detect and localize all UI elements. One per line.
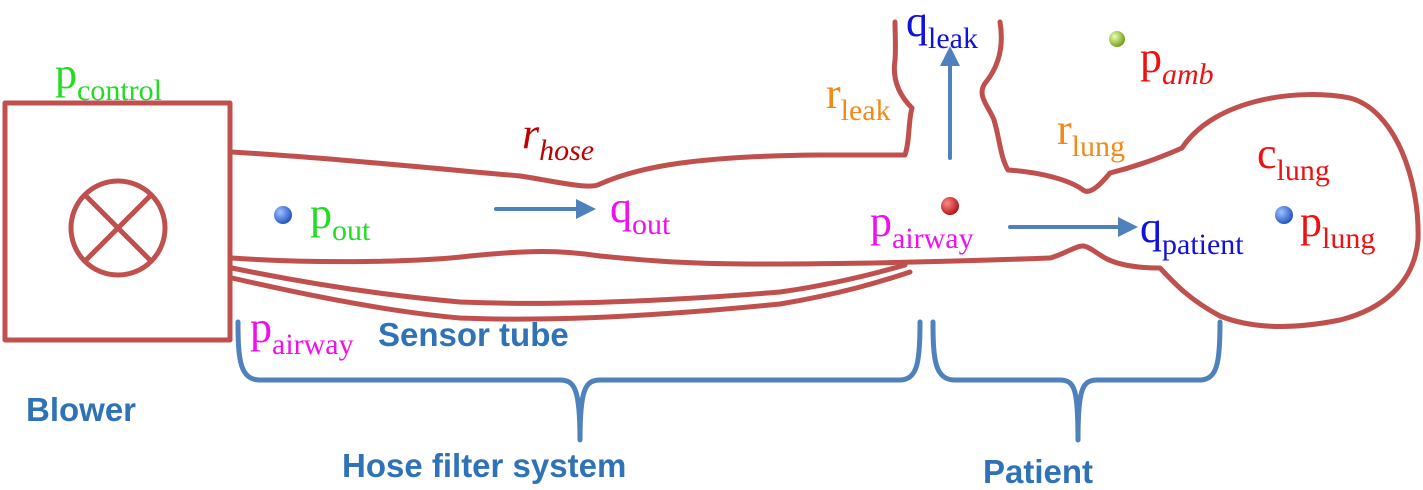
label-q-out-sub: out	[632, 208, 671, 241]
p-airway-dot	[941, 197, 959, 215]
label-q-leak: qleak	[906, 0, 978, 54]
label-q-leak-main: q	[906, 0, 928, 46]
label-p-out-sub: out	[332, 214, 371, 247]
q-patient-arrow	[1008, 217, 1138, 237]
q-out-arrow	[494, 199, 596, 219]
label-p-lung-main: p	[1300, 197, 1322, 246]
label-blower: Blower	[26, 391, 137, 428]
sensor-tube-wall-outer	[229, 269, 913, 322]
label-p-airway-sub: airway	[892, 222, 974, 255]
q-leak-arrow	[940, 46, 960, 160]
label-q-patient-sub: patient	[1162, 228, 1244, 261]
label-r-hose: rhose	[522, 109, 594, 166]
label-c-lung-main: c	[1257, 129, 1277, 178]
label-r-lung-sub: lung	[1071, 130, 1125, 163]
label-patient: Patient	[983, 453, 1094, 490]
hose-filter-brace	[235, 319, 923, 443]
blower-cross-circle-icon	[68, 178, 168, 278]
label-p-amb-main: p	[1140, 33, 1162, 82]
label-p-control-sub: control	[77, 74, 162, 107]
sensor-tube-wall	[229, 262, 908, 306]
label-r-lung: rlung	[1057, 105, 1125, 162]
label-r-leak-main: r	[826, 69, 841, 118]
label-q-patient-main: q	[1140, 203, 1162, 252]
label-c-lung: clung	[1257, 129, 1330, 186]
p-out-dot	[274, 206, 292, 224]
label-q-out: qout	[610, 183, 670, 240]
label-r-leak: rleak	[826, 69, 891, 126]
hose-bottom-wall	[229, 249, 1053, 267]
label-p-control: pcontrol	[55, 49, 162, 106]
label-p-lung: plung	[1300, 197, 1375, 254]
leak-port-right-wall	[979, 19, 1421, 329]
label-p-airway: pairway	[870, 197, 974, 254]
label-r-lung-main: r	[1057, 105, 1072, 154]
label-p-amb: pamb	[1140, 33, 1214, 90]
label-p-airway-sensor-main: p	[250, 303, 272, 352]
label-r-hose-sub: hose	[539, 134, 595, 167]
label-p-lung-sub: lung	[1322, 222, 1376, 255]
label-p-out-main: p	[310, 189, 332, 238]
label-q-leak-sub: leak	[928, 22, 978, 55]
p-amb-dot	[1109, 31, 1125, 47]
label-sensor-tube: Sensor tube	[378, 316, 569, 353]
label-p-amb-sub: amb	[1162, 58, 1214, 91]
blower-box	[2, 100, 233, 343]
hose-top-wall	[229, 19, 915, 189]
label-p-control-main: p	[55, 49, 77, 98]
label-r-leak-sub: leak	[840, 94, 891, 127]
label-hose-filter-system: Hose filter system	[342, 447, 627, 484]
label-p-airway-sensor-sub: airway	[272, 328, 354, 361]
p-lung-dot	[1275, 206, 1293, 224]
label-p-airway-sensor: pairway	[250, 303, 354, 360]
label-q-out-main: q	[610, 183, 632, 232]
label-p-out: pout	[310, 189, 370, 246]
label-p-airway-main: p	[870, 197, 892, 246]
label-c-lung-sub: lung	[1276, 154, 1330, 187]
label-r-hose-main: r	[522, 109, 540, 158]
patient-brace	[930, 319, 1223, 443]
label-q-patient: qpatient	[1140, 203, 1244, 260]
